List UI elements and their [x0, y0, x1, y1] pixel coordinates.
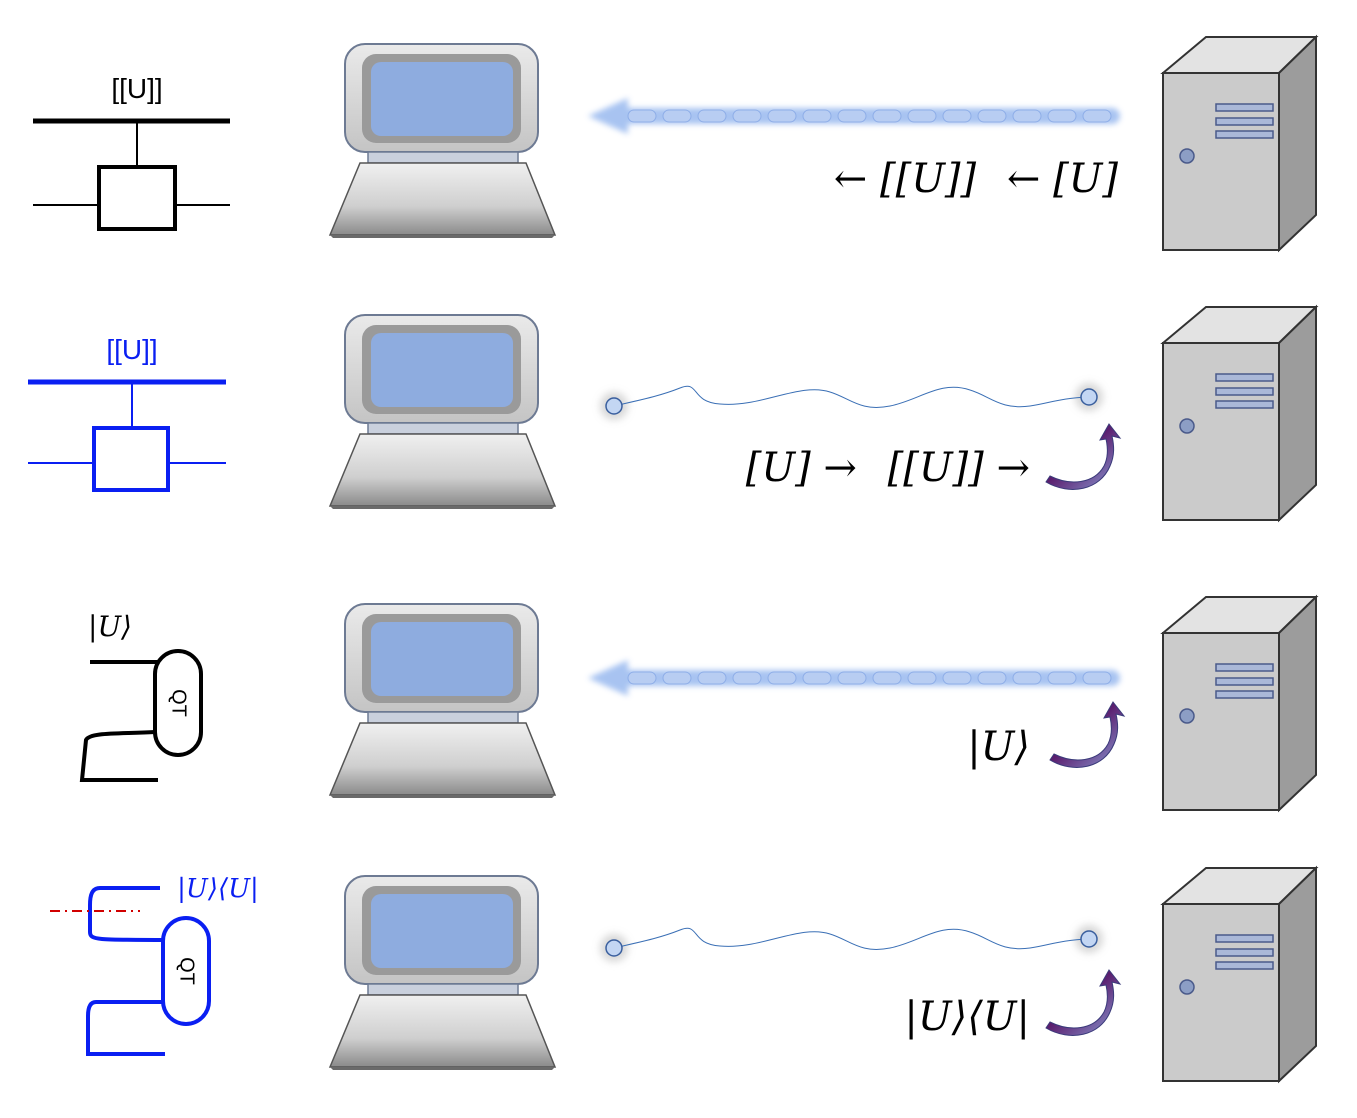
row-4: |U⟩⟨U| QT |U⟩⟨U|: [50, 865, 1319, 1084]
laptop-icon: [328, 875, 557, 1070]
circuit-symbol: [[U]]: [28, 334, 226, 492]
gate-box: [92, 426, 170, 492]
beam-dash: [907, 671, 937, 685]
gate-box: [97, 165, 177, 231]
beam-dash: [872, 109, 902, 123]
beam-dash: [977, 671, 1007, 685]
circuit-label: [[U]]: [106, 334, 157, 365]
server-icon: [1160, 34, 1319, 253]
laptop-icon: [328, 314, 557, 509]
beam-dash: [1082, 109, 1112, 123]
beam-dash: [697, 109, 727, 123]
row-3: |U⟩ QT |U⟩: [79, 594, 1319, 813]
laptop-icon: [328, 43, 557, 238]
formula-part-a: |U⟩⟨U|: [904, 994, 1030, 1040]
classical-beam-arrow: [588, 660, 1120, 696]
quantum-entanglement-link: [600, 925, 1103, 962]
curved-arrow-icon: [1045, 969, 1122, 1036]
formula-part-b: ← [U]: [1007, 156, 1119, 202]
beam-dash: [942, 109, 972, 123]
circuit-label: |U⟩⟨U|: [177, 874, 259, 904]
circuit-symbol: |U⟩ QT: [79, 610, 203, 782]
beam-dash: [627, 109, 657, 123]
beam-dash: [697, 671, 727, 685]
beam-dash: [732, 671, 762, 685]
beam-dash: [872, 671, 902, 685]
formula: |U⟩: [967, 724, 1030, 770]
curved-arrow-icon: [1049, 701, 1126, 768]
beam-dash: [837, 109, 867, 123]
curved-arrow-icon: [1045, 423, 1122, 490]
circuit-label: [[U]]: [111, 73, 162, 104]
beam-dash: [802, 671, 832, 685]
circuit-symbol: |U⟩⟨U| QT: [50, 874, 259, 1056]
formula: |U⟩⟨U|: [904, 994, 1030, 1040]
beam-dash: [1082, 671, 1112, 685]
beam-dash: [837, 671, 867, 685]
formula-part-a: ← [[U]]: [834, 156, 977, 202]
beam-dash: [802, 109, 832, 123]
beam-dash: [1012, 671, 1042, 685]
beam-dash: [627, 671, 657, 685]
row-1: [[U]] ← [[U]] ← [U]: [33, 34, 1319, 253]
formula-part-a: [U] →: [746, 445, 857, 491]
qt-gate: [161, 916, 211, 1026]
quantum-entanglement-link: [600, 383, 1103, 420]
beam-dash: [942, 671, 972, 685]
gate-label: QT: [176, 957, 198, 985]
beam-dash: [767, 671, 797, 685]
formula: ← [[U]] ← [U]: [834, 156, 1119, 202]
laptop-icon: [328, 603, 557, 798]
beam-dash: [1047, 671, 1077, 685]
beam-dash: [1012, 109, 1042, 123]
formula-part-a: |U⟩: [967, 724, 1030, 770]
formula-part-b: [[U]] →: [888, 445, 1030, 491]
row-2: [[U]] [U] → [[U]] →: [28, 304, 1319, 523]
server-icon: [1160, 594, 1319, 813]
beam-dash: [977, 109, 1007, 123]
server-icon: [1160, 304, 1319, 523]
beam-dash: [662, 109, 692, 123]
circuit-label: |U⟩: [88, 610, 132, 643]
server-icon: [1160, 865, 1319, 1084]
circuit-symbol: [[U]]: [33, 73, 230, 231]
beam-dash: [907, 109, 937, 123]
beam-dash: [1047, 109, 1077, 123]
formula: [U] → [[U]] →: [746, 445, 1030, 491]
qt-gate: [153, 649, 203, 757]
gate-label: QT: [168, 689, 190, 717]
beam-dash: [767, 109, 797, 123]
beam-dash: [732, 109, 762, 123]
classical-beam-arrow: [588, 98, 1120, 134]
beam-dash: [662, 671, 692, 685]
